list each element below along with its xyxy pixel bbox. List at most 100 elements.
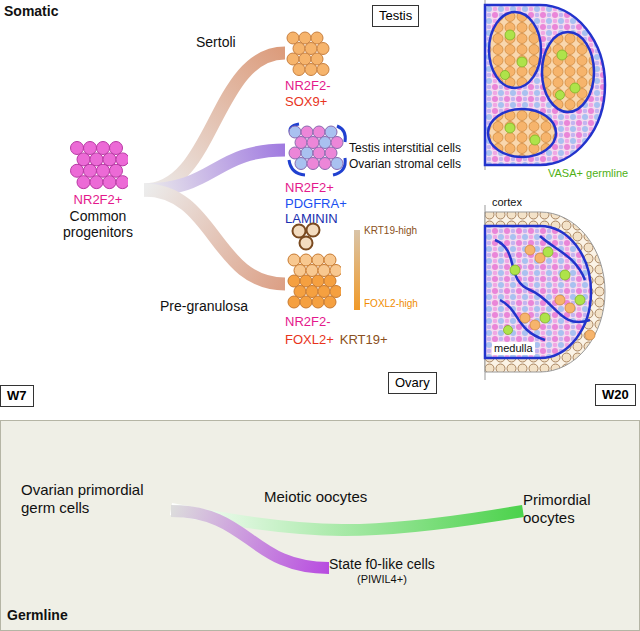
week-tag: W20: [595, 384, 636, 406]
cell: [110, 164, 123, 177]
cell: [300, 275, 312, 287]
stage-tag: Testis: [372, 5, 419, 27]
shape: [504, 326, 513, 335]
cell: [116, 176, 128, 189]
cell: [288, 296, 300, 308]
shape: [530, 320, 540, 330]
stage-tag: Ovary: [388, 372, 437, 394]
cell-cluster: NR2F2+PDGFRA+LAMININ: [285, 120, 349, 227]
cell: [313, 147, 325, 159]
cell-type-label: Ovarian stromal cells: [349, 157, 461, 171]
cell: [289, 147, 301, 159]
shape: [510, 265, 520, 275]
cell: [103, 176, 116, 189]
cell: [71, 164, 84, 177]
cell: [294, 286, 306, 298]
shape: [570, 83, 580, 93]
shape: [500, 300, 545, 340]
shape: [501, 30, 581, 145]
shape: [556, 91, 565, 100]
cell: [331, 137, 343, 149]
shape: [488, 109, 556, 157]
node-text: NR2F2-: [285, 78, 333, 94]
cell: [319, 137, 331, 149]
cell: [306, 265, 318, 277]
cell: [330, 286, 341, 298]
edge-label: Meiotic oocytes: [262, 488, 369, 506]
testis-drawing: [485, 0, 605, 170]
lineage-band: [144, 53, 285, 190]
shape: [540, 236, 585, 280]
cell: [103, 153, 116, 166]
cell: [287, 32, 299, 44]
cell: [299, 53, 311, 65]
cell-cluster: NR2F2-SOX9+: [285, 30, 333, 109]
tag-text: W20: [602, 387, 629, 403]
node-text: SOX9+: [285, 94, 333, 110]
shape: [557, 50, 567, 60]
cell: [324, 275, 336, 287]
shape: [504, 247, 586, 335]
shape: [501, 71, 510, 80]
cell: [312, 296, 324, 308]
node-text: KRT19+: [340, 332, 388, 348]
cell: [110, 142, 123, 155]
shape: [542, 32, 594, 112]
cell-cluster-drawing: [68, 140, 128, 190]
cell: [97, 142, 110, 155]
cell: [84, 164, 97, 177]
cell-cluster-drawing: [285, 222, 341, 312]
cell: [325, 147, 337, 159]
cell: [305, 43, 317, 55]
shape: [505, 123, 515, 133]
cell-cluster: NR2F2+Common progenitors: [52, 140, 144, 241]
cell: [330, 265, 341, 277]
cell: [97, 164, 110, 177]
cell: [311, 32, 323, 44]
tag-text: W7: [7, 388, 27, 404]
cell: [295, 158, 307, 170]
cell: [90, 176, 103, 189]
cell: [317, 43, 329, 55]
cell: [288, 275, 300, 287]
cell: [306, 286, 318, 298]
shape: [485, 226, 591, 358]
cell-type-label: Testis interstitial cells: [349, 141, 461, 155]
lineage-band: [144, 190, 285, 284]
gradient-label: KRT19-high: [364, 225, 417, 237]
shape: [525, 245, 535, 255]
gradient-bar: [354, 230, 360, 310]
cell: [84, 142, 97, 155]
shape: [560, 270, 570, 280]
shape: [520, 313, 530, 323]
shape: [520, 245, 595, 340]
cell: [301, 147, 313, 159]
cell: [305, 64, 317, 76]
cell: [288, 254, 300, 266]
cell-state: Ovarian primordial germ cells: [21, 481, 171, 517]
region-label: medulla: [492, 342, 535, 355]
cell: [294, 265, 306, 277]
cell: [313, 126, 325, 138]
week-tag: W7: [0, 385, 34, 407]
node-text: NR2F2-: [285, 314, 394, 330]
cell: [90, 153, 103, 166]
germline-ground: [0, 420, 640, 631]
cell: [300, 254, 312, 266]
cell: [300, 296, 312, 308]
cell: [299, 32, 311, 44]
panel-heading: Somatic: [4, 3, 58, 20]
cell: [307, 137, 319, 149]
cell: [318, 286, 330, 298]
cell: [325, 126, 337, 138]
cell: [312, 275, 324, 287]
shape: [517, 57, 527, 67]
cell: [311, 53, 323, 65]
shape: [575, 295, 585, 305]
cell: [331, 158, 343, 170]
node-text: Common progenitors: [52, 208, 144, 242]
node-text: Ovarian primordial germ cells: [21, 481, 171, 517]
cell: [318, 265, 330, 277]
shape: [543, 247, 553, 257]
edge-label: Sertoli: [196, 34, 236, 51]
